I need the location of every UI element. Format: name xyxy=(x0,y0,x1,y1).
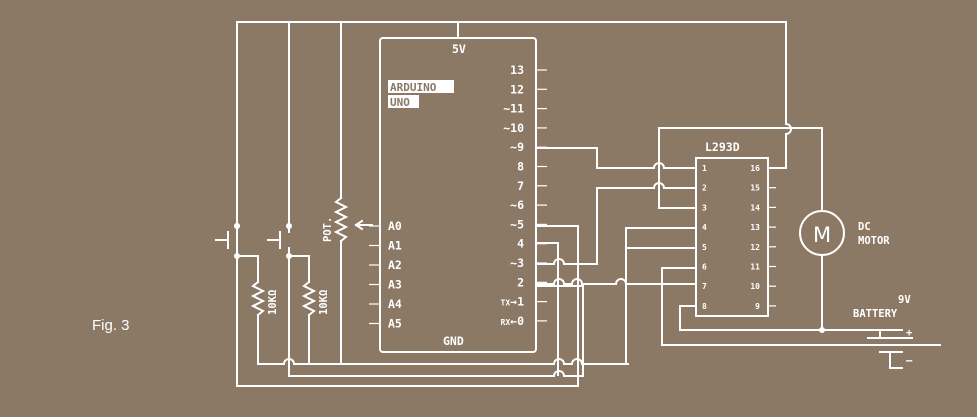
battery-minus: – xyxy=(906,355,913,367)
battery-label-line2: BATTERY xyxy=(853,308,898,320)
arduino-tag-bg xyxy=(388,80,454,93)
wire-chip8-batt xyxy=(679,305,881,331)
chip-pin-left-label: 7 xyxy=(702,282,707,291)
arduino-gnd-label: GND xyxy=(443,334,464,348)
digital-pin-label: ~5 xyxy=(510,217,524,231)
wire-pin2-in2 xyxy=(535,278,697,286)
arduino-name-line1: ARDUINO xyxy=(390,81,437,94)
wire-motor-bottom xyxy=(661,267,941,346)
pushbutton-1 xyxy=(215,225,238,259)
figure-label: Fig. 3 xyxy=(92,317,130,334)
wire-pin9-en xyxy=(535,147,697,170)
digital-pin-label: TX→1 xyxy=(501,295,525,309)
chip-pin-left-label: 2 xyxy=(702,184,707,193)
analog-pin-label: A0 xyxy=(388,219,402,233)
arduino-tag-bg xyxy=(388,95,419,108)
digital-pin-label: ~11 xyxy=(503,102,524,116)
analog-pin-label: A4 xyxy=(388,297,402,311)
wire-pin5 xyxy=(535,225,579,282)
l293d-chip xyxy=(695,157,769,317)
wire-pin4 xyxy=(535,242,559,376)
digital-pin-label: 7 xyxy=(517,179,524,193)
digital-pin-label: 12 xyxy=(510,82,524,96)
resistor-2 xyxy=(301,280,317,317)
wire-button1-res xyxy=(236,255,259,283)
motor-label-line2: MOTOR xyxy=(858,235,890,247)
arduino-name-line2: UNO xyxy=(390,96,410,109)
digital-pin-label: 13 xyxy=(510,63,524,77)
chip-pin-right-label: 14 xyxy=(750,203,760,212)
wire-pin3-in1 xyxy=(535,182,697,266)
digital-pin-label: ~3 xyxy=(510,256,524,270)
resistor-1 xyxy=(250,280,266,317)
chip-pin-left-label: 8 xyxy=(702,302,707,311)
analog-pin-label: A1 xyxy=(388,239,402,253)
analog-pin-label: A3 xyxy=(388,278,402,292)
resistor-1-label: 10KΩ xyxy=(267,290,279,315)
chip-pin-left-label: 6 xyxy=(702,263,707,272)
digital-pin-label: ~6 xyxy=(510,198,524,212)
wire-motor-top xyxy=(658,127,823,211)
chip-pin-left-label: 5 xyxy=(702,243,707,252)
wire-button2-res xyxy=(288,255,310,283)
arduino-digital-pins: 13 12 ~11 ~10 ~9 8 7 ~6 ~5 4 ~3 2TX→1RX←0 xyxy=(501,63,547,328)
wire-chip-gnd4 xyxy=(625,227,697,365)
battery-label-line1: 9V xyxy=(898,294,911,306)
analog-pin-label: A5 xyxy=(388,317,402,331)
motor-symbol: M xyxy=(813,223,831,247)
chip-pin-left-label: 4 xyxy=(702,223,707,232)
chip-pin-right-label: 10 xyxy=(750,282,760,291)
button1-top-node xyxy=(234,223,240,229)
resistor-2-label: 10KΩ xyxy=(318,290,330,315)
left-rail xyxy=(236,21,579,387)
potentiometer-wiper xyxy=(354,219,373,231)
chip-pin-left-label: 1 xyxy=(702,164,707,173)
chip-pin-right-label: 11 xyxy=(750,263,760,272)
arduino-5v-label: 5V xyxy=(452,42,466,56)
l293d-label: L293D xyxy=(705,140,740,154)
chip-pin-right-label: 9 xyxy=(755,302,760,311)
digital-pin-label: 8 xyxy=(517,160,524,174)
motor-label-line1: DC xyxy=(858,221,871,233)
pushbutton-2 xyxy=(267,225,290,259)
junction xyxy=(819,327,825,333)
wire-button2-pin2 xyxy=(288,255,584,378)
potentiometer-label: POT. xyxy=(322,217,334,242)
battery-wire-minus xyxy=(889,351,903,369)
battery-plus: + xyxy=(906,327,912,339)
battery-wire-plus xyxy=(879,329,903,339)
wire-chip16 xyxy=(767,21,792,169)
digital-pin-label: RX←0 xyxy=(501,314,525,328)
digital-pin-label: 4 xyxy=(517,237,524,251)
chip-pin-right-label: 12 xyxy=(750,243,760,252)
digital-pin-label: ~9 xyxy=(510,140,524,154)
chip-pin-right-label: 16 xyxy=(750,164,760,173)
chip-pin-right-label: 15 xyxy=(750,184,760,193)
chip-pin-left-label: 3 xyxy=(702,203,707,212)
digital-pin-label: ~10 xyxy=(503,121,524,135)
digital-pin-label: 2 xyxy=(517,275,524,289)
chip-pin-right-label: 13 xyxy=(750,223,760,232)
potentiometer xyxy=(333,196,349,243)
analog-pin-label: A2 xyxy=(388,258,402,272)
